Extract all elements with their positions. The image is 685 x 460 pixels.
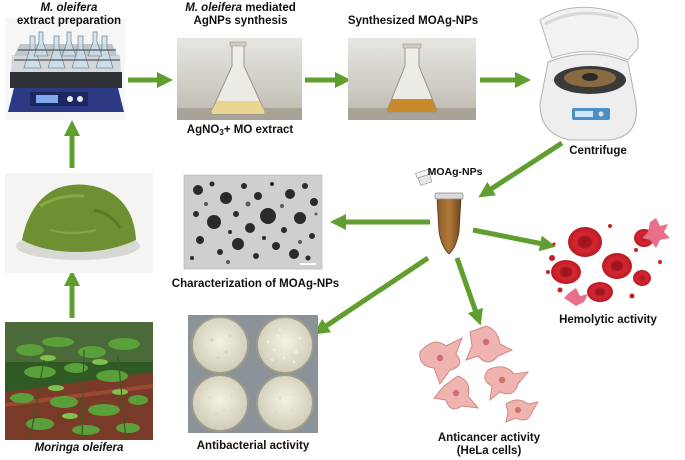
synthesized-label: Synthesized MOAg-NPs: [333, 15, 493, 28]
arrow-tube-to-antibacterial: [313, 255, 430, 335]
agno3-post: + MO extract: [223, 124, 294, 136]
rbc-image: [546, 218, 670, 306]
moringa-text: Moringa oleifera: [34, 442, 124, 454]
moringa-plant-image: [4, 322, 154, 441]
arrow-tube-to-anticancer: [454, 257, 483, 326]
antibacterial-text: Antibacterial activity: [196, 440, 310, 452]
centrifuge-label: Centrifuge: [558, 145, 638, 158]
moag-tube-text: MOAg-NPs: [427, 166, 483, 178]
antibacterial-plates-image: [188, 315, 318, 433]
extract-prep-text: extract preparation: [16, 15, 122, 27]
extract-prep-species: M. oleifera: [40, 2, 98, 14]
synthesis-mediated: mediated: [242, 2, 296, 14]
anticancer-label: Anticancer activity (HeLa cells): [424, 432, 554, 458]
characterization-label: Characterization of MOAg-NPs: [158, 278, 353, 291]
extract-prep-label: M. oleifera extract preparation: [0, 2, 138, 28]
tem-image: [183, 174, 323, 270]
moag-tube-image: [415, 168, 464, 255]
flask-agno3-image: [177, 38, 302, 120]
moag-tube-label: MOAg-NPs: [420, 166, 490, 179]
arrow-centrifuge-to-tube: [478, 140, 564, 198]
hela-text: (HeLa cells): [456, 445, 522, 457]
synthesized-text: Synthesized MOAg-NPs: [347, 15, 479, 27]
arrow-tube-to-hemolytic: [472, 227, 556, 252]
agno3-label: AgNO3+ MO extract: [170, 124, 310, 139]
synthesis-label: M. oleifera mediated AgNPs synthesis: [168, 2, 313, 28]
hemolytic-text: Hemolytic activity: [559, 314, 657, 326]
arrows: [63, 71, 564, 335]
agno3-sub: 3: [219, 128, 224, 137]
hela-cells-image: [419, 325, 540, 423]
antibacterial-label: Antibacterial activity: [178, 440, 328, 453]
synthesis-text: AgNPs synthesis: [193, 15, 288, 27]
agno3-pre: AgNO: [186, 124, 220, 136]
hemolytic-label: Hemolytic activity: [548, 314, 668, 327]
centrifuge-text: Centrifuge: [569, 145, 627, 157]
moringa-label: Moringa oleifera: [0, 442, 158, 455]
anticancer-text: Anticancer activity: [437, 432, 541, 444]
centrifuge-image: [539, 6, 639, 141]
flask-synthesized-image: [348, 38, 476, 120]
shaker-image: [5, 18, 125, 120]
powder-image: [5, 173, 153, 273]
characterization-text: Characterization of MOAg-NPs: [171, 278, 340, 290]
synthesis-species: M. oleifera: [185, 2, 243, 14]
